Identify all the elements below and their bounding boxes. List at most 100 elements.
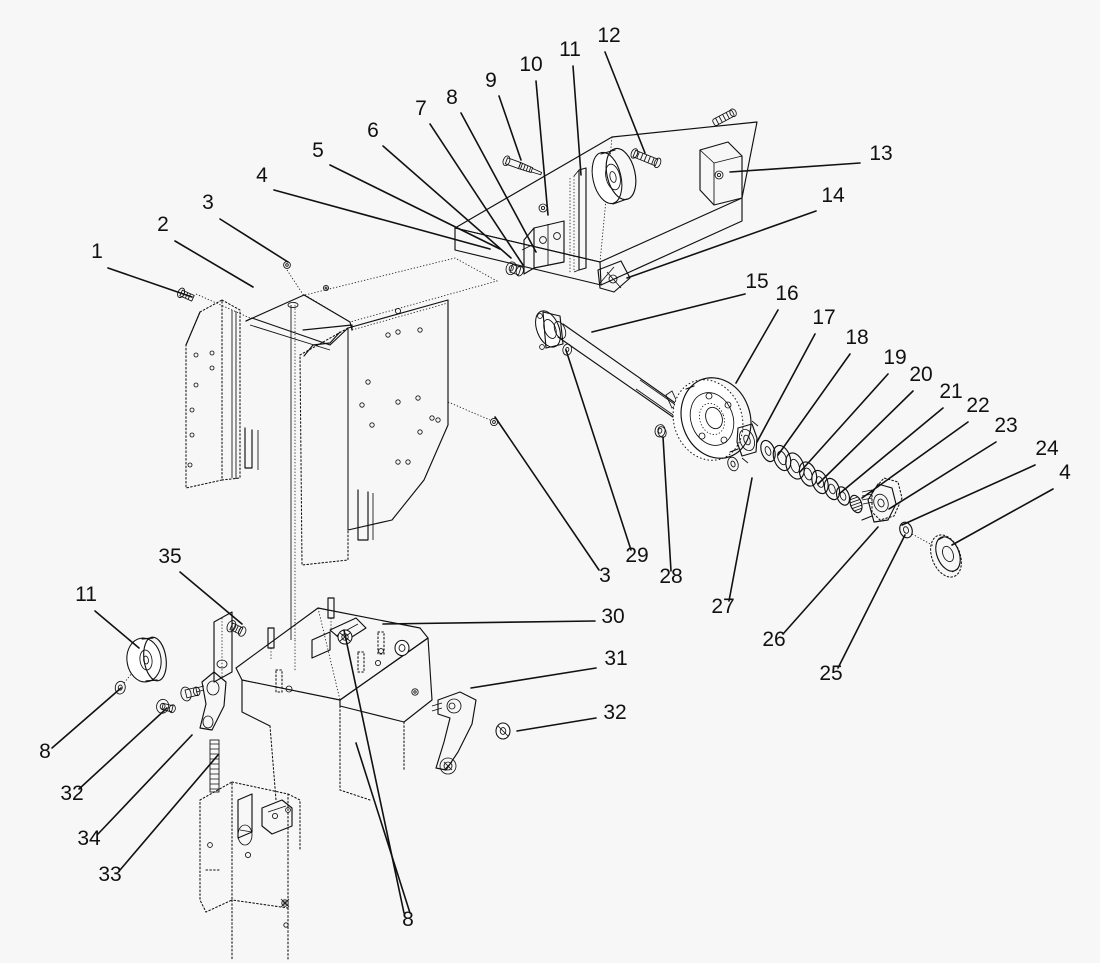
callout-14: 14 <box>626 184 845 279</box>
leader-line-4 <box>951 488 1054 546</box>
leader-line-3 <box>219 218 289 263</box>
callout-number: 9 <box>485 69 497 92</box>
callout-21: 21 <box>838 380 963 495</box>
leader-line-20 <box>817 390 914 485</box>
leader-line-34 <box>97 734 193 835</box>
callout-28: 28 <box>659 436 683 588</box>
large-sheave <box>672 377 752 461</box>
leader-line-15 <box>591 293 746 333</box>
callout-number: 23 <box>994 414 1017 437</box>
callout-number: 3 <box>202 191 214 214</box>
leader-line-24 <box>901 464 1036 526</box>
drive-shaft-assembly <box>535 310 689 438</box>
callout-18: 18 <box>777 326 869 456</box>
end-gasket <box>930 534 962 578</box>
callout-number: 30 <box>601 605 624 628</box>
lower-center-frame <box>235 597 511 801</box>
callout-number: 8 <box>446 86 458 109</box>
leader-line-16 <box>735 309 779 384</box>
bottom-bracket <box>199 781 301 961</box>
callout-number: 32 <box>60 782 83 805</box>
callout-12: 12 <box>597 24 646 154</box>
mount-plate-left <box>213 611 233 683</box>
callout-32: 32 <box>60 707 168 805</box>
callout-15: 15 <box>591 270 769 333</box>
leader-line-23 <box>888 441 997 510</box>
leader-line-5 <box>329 164 501 250</box>
callout-24: 24 <box>901 437 1059 526</box>
callout-8: 8 <box>39 687 122 763</box>
leader-line-7 <box>429 123 524 266</box>
hub-flange <box>736 420 759 464</box>
mid-bracket <box>505 203 565 277</box>
callout-number: 25 <box>819 662 842 685</box>
leader-line-14 <box>626 210 817 279</box>
callout-6: 6 <box>367 119 512 259</box>
callout-number: 6 <box>367 119 379 142</box>
callout-number: 4 <box>256 164 268 187</box>
callout-number: 32 <box>603 701 626 724</box>
callout-number: 11 <box>559 38 581 61</box>
callout-8: 8 <box>446 86 537 253</box>
callout-11: 11 <box>75 583 140 649</box>
leader-line-3 <box>494 416 600 571</box>
callout-number: 35 <box>158 545 181 568</box>
callout-number: 29 <box>625 544 648 567</box>
callout-25: 25 <box>819 534 906 685</box>
leader-line-29 <box>565 349 632 551</box>
small-nut-24 <box>899 521 913 539</box>
callout-number: 34 <box>77 827 101 850</box>
pivot-foot <box>597 260 631 293</box>
callout-5: 5 <box>312 139 501 250</box>
callout-number: 3 <box>599 564 611 587</box>
leader-line-25 <box>837 534 906 669</box>
callout-4: 4 <box>951 461 1071 546</box>
callout-number: 18 <box>845 326 868 349</box>
main-housing <box>177 257 499 640</box>
callout-29: 29 <box>565 349 649 567</box>
leader-line-2 <box>174 240 254 288</box>
callout-number: 17 <box>812 306 835 329</box>
leader-line-26 <box>782 526 879 635</box>
leader-line-17 <box>756 333 816 443</box>
callout-32: 32 <box>516 701 627 732</box>
callout-number: 8 <box>39 740 51 763</box>
callout-7: 7 <box>415 97 524 266</box>
leader-line-4 <box>273 189 491 250</box>
callout-number: 5 <box>312 139 324 162</box>
callout-number: 8 <box>402 908 414 931</box>
callout-number: 27 <box>711 595 734 618</box>
callout-number: 2 <box>157 213 169 236</box>
callout-number: 19 <box>883 346 906 369</box>
callout-number: 1 <box>91 240 103 263</box>
lever-arm-left <box>195 671 227 731</box>
callout-8: 8 <box>343 629 414 931</box>
leader-line-9 <box>498 95 522 161</box>
callout-23: 23 <box>888 414 1018 510</box>
leader-line-13 <box>729 162 861 173</box>
lower-left-assembly <box>114 611 247 793</box>
callout-number: 4 <box>1059 461 1071 484</box>
callout-22: 22 <box>861 394 990 499</box>
leader-line-32 <box>516 717 597 732</box>
leader-line-1 <box>107 267 193 298</box>
callout-20: 20 <box>817 363 933 485</box>
callout-number: 20 <box>909 363 932 386</box>
leader-line-12 <box>604 51 646 154</box>
callout-19: 19 <box>799 346 907 473</box>
callout-10: 10 <box>519 53 549 216</box>
vertical-post <box>569 167 587 274</box>
callout-number: 12 <box>597 24 620 47</box>
leader-line-8 <box>343 629 405 914</box>
leader-line-32 <box>78 707 168 790</box>
leader-line-8 <box>51 687 122 749</box>
callout-16: 16 <box>735 282 799 384</box>
callout-9: 9 <box>485 69 522 161</box>
idler-pulley-upper <box>591 147 637 205</box>
callout-number: 14 <box>821 184 845 207</box>
leader-line-27 <box>728 477 753 602</box>
callout-number: 24 <box>1035 437 1059 460</box>
callout-number: 28 <box>659 565 682 588</box>
